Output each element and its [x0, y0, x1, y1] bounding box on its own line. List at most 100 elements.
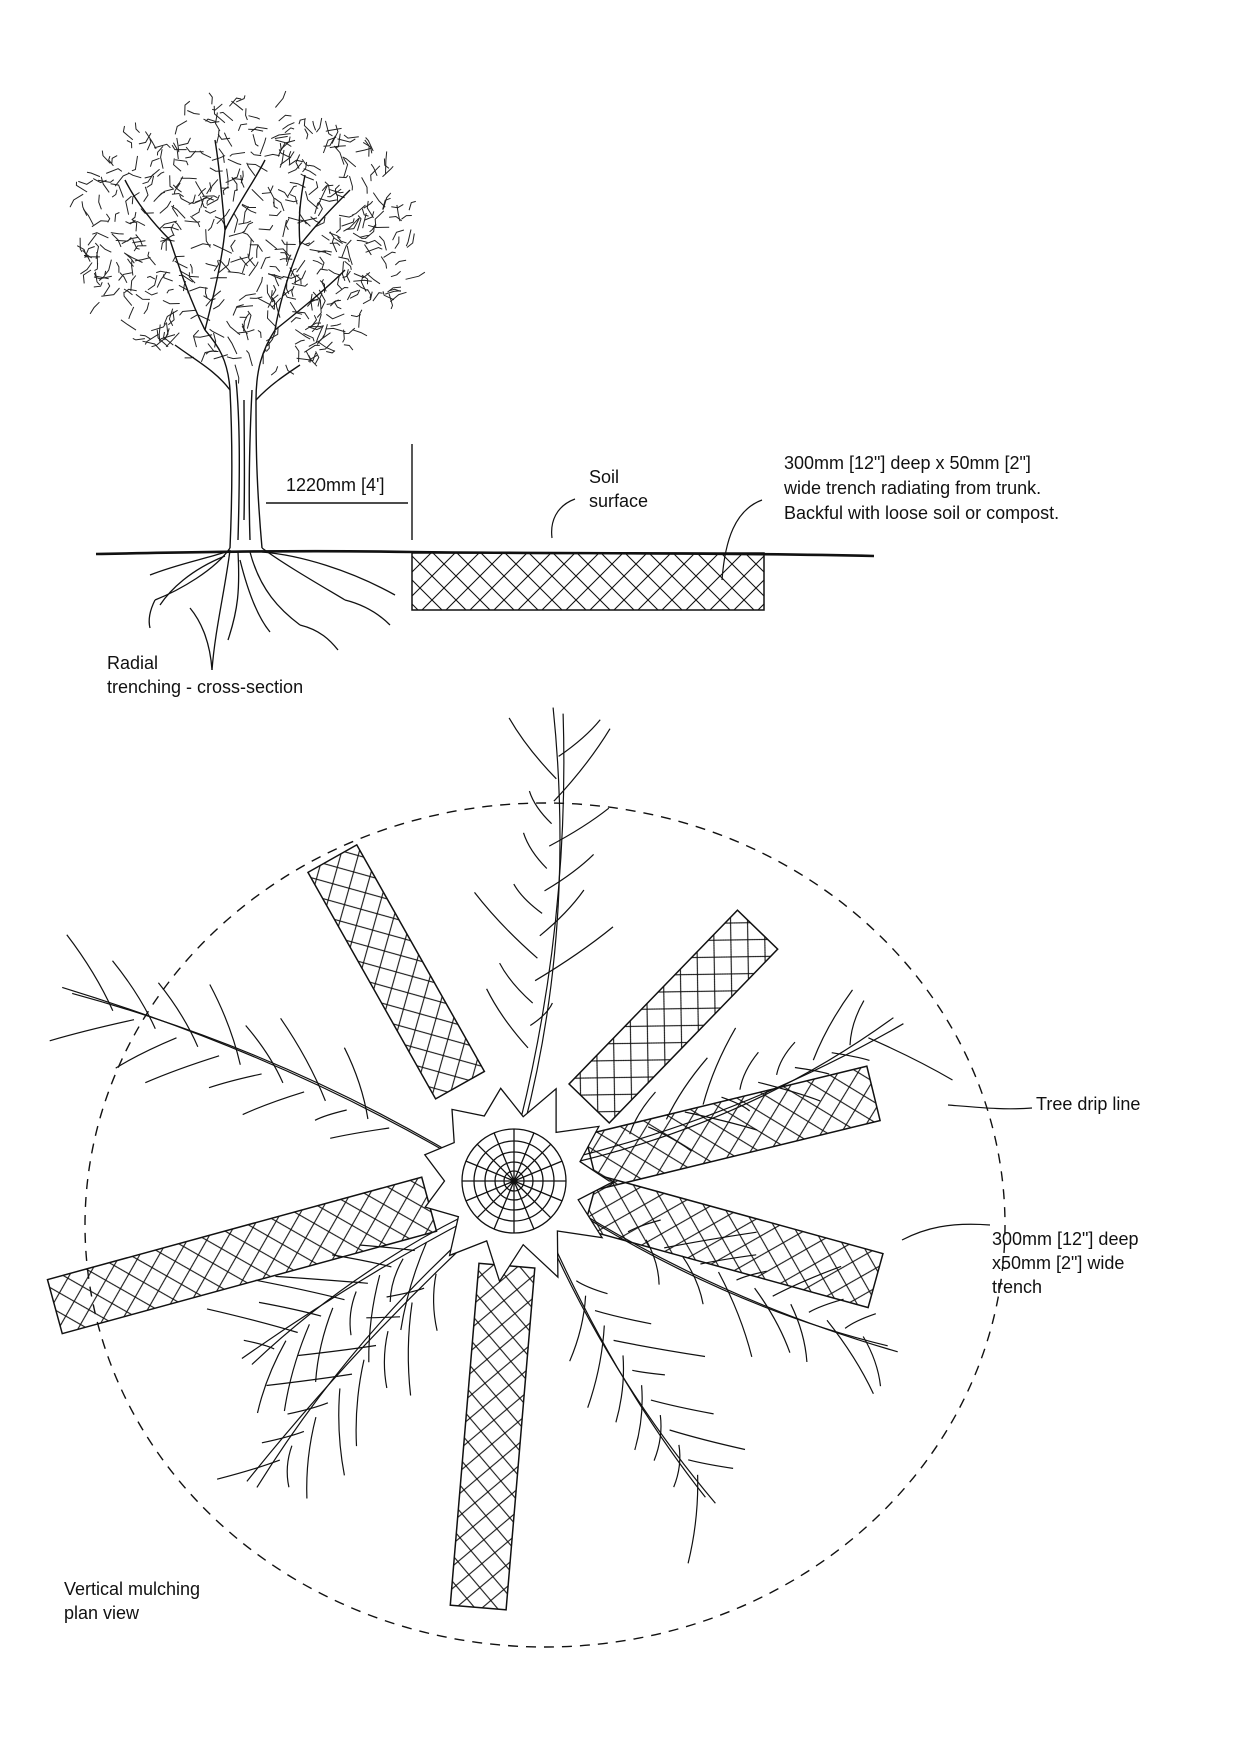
- canopy-stroke: [125, 253, 143, 263]
- canopy-stroke: [87, 233, 98, 246]
- canopy-stroke: [236, 95, 246, 103]
- canopy-stroke: [405, 229, 412, 247]
- canopy-stroke: [328, 188, 344, 194]
- canopy-stroke: [336, 275, 343, 290]
- canopy-stroke: [212, 103, 223, 111]
- canopy-stroke: [372, 292, 383, 302]
- twig: [673, 1444, 681, 1488]
- canopy-stroke: [120, 319, 137, 331]
- canopy-stroke: [210, 277, 227, 279]
- canopy-stroke: [213, 260, 220, 272]
- canopy-stroke: [123, 288, 133, 296]
- cross-section-caption-line1: Radial: [107, 653, 159, 673]
- canopy-stroke: [268, 210, 282, 217]
- twig: [400, 1242, 428, 1331]
- canopy-stroke: [246, 350, 253, 367]
- canopy-stroke: [146, 275, 156, 280]
- canopy-stroke: [93, 275, 112, 280]
- canopy-stroke: [388, 293, 394, 310]
- twig: [812, 989, 853, 1061]
- canopy-stroke: [343, 134, 359, 139]
- canopy-stroke: [192, 329, 200, 348]
- canopy-stroke: [173, 158, 182, 172]
- canopy-stroke: [98, 270, 107, 281]
- canopy-stroke: [361, 274, 369, 285]
- drip-line-label: Tree drip line: [1036, 1094, 1141, 1114]
- canopy-stroke: [380, 256, 388, 269]
- canopy-stroke: [123, 291, 133, 306]
- canopy-stroke: [179, 194, 190, 204]
- canopy-stroke: [282, 122, 295, 130]
- canopy-stroke: [173, 182, 181, 195]
- canopy-stroke: [335, 133, 341, 149]
- canopy-stroke: [266, 310, 277, 328]
- canopy-stroke: [370, 165, 381, 182]
- canopy-stroke: [217, 133, 231, 140]
- twig: [862, 1336, 882, 1387]
- radial-trench: [46, 1176, 438, 1335]
- canopy-stroke: [91, 220, 108, 228]
- canopy-stroke: [346, 269, 351, 283]
- canopy-stroke: [270, 133, 291, 140]
- canopy-stroke: [119, 272, 128, 284]
- trunk-ray: [513, 1180, 552, 1219]
- canopy-stroke: [241, 323, 248, 335]
- canopy-stroke: [272, 201, 279, 209]
- branch-stem: [246, 1230, 480, 1482]
- twig: [844, 1313, 876, 1329]
- canopy-stroke: [361, 177, 368, 194]
- canopy-stroke: [205, 262, 218, 267]
- twig: [145, 1055, 220, 1084]
- canopy-stroke: [246, 310, 252, 329]
- twig: [243, 1339, 275, 1350]
- trunk-ray: [465, 1160, 515, 1182]
- canopy-stroke: [343, 327, 356, 334]
- canopy-stroke: [144, 333, 159, 345]
- canopy-stroke: [316, 268, 328, 275]
- canopy-stroke: [322, 136, 337, 154]
- canopy-stroke: [188, 194, 196, 205]
- canopy-stroke: [203, 118, 220, 124]
- canopy-stroke: [111, 189, 118, 198]
- twig: [407, 1302, 413, 1396]
- canopy-stroke: [333, 300, 342, 310]
- canopy-stroke: [358, 309, 363, 328]
- canopy-stroke: [346, 289, 359, 301]
- canopy-stroke: [319, 198, 337, 202]
- canopy-stroke: [142, 173, 154, 185]
- canopy-stroke: [165, 322, 169, 338]
- twig: [338, 1388, 345, 1476]
- canopy-stroke: [172, 184, 182, 193]
- tree-roots: [148, 547, 396, 671]
- twig: [389, 1258, 404, 1303]
- canopy-stroke: [269, 265, 281, 272]
- canopy-stroke: [303, 332, 315, 342]
- plan-view-caption-line1: Vertical mulching: [64, 1579, 201, 1599]
- canopy-stroke: [282, 219, 287, 238]
- canopy-stroke: [94, 262, 99, 272]
- canopy-stroke: [294, 339, 305, 345]
- canopy-stroke: [385, 151, 388, 175]
- twig: [245, 1025, 284, 1084]
- canopy-stroke: [304, 344, 320, 353]
- canopy-stroke: [93, 282, 103, 288]
- canopy-stroke: [353, 272, 371, 279]
- drip-line-leader: [947, 1104, 1033, 1110]
- canopy-stroke: [230, 239, 236, 252]
- canopy-stroke: [234, 364, 240, 384]
- canopy-stroke: [260, 256, 271, 270]
- canopy-stroke: [241, 203, 256, 208]
- canopy-stroke: [159, 200, 172, 214]
- canopy-stroke: [140, 208, 154, 214]
- canopy-stroke: [111, 233, 122, 248]
- canopy-stroke: [364, 139, 370, 157]
- canopy-stroke: [343, 158, 349, 178]
- trunk-base: [423, 1087, 615, 1283]
- canopy-stroke: [265, 239, 278, 250]
- twig: [575, 1280, 608, 1295]
- canopy-stroke: [308, 181, 319, 196]
- twig: [216, 1459, 281, 1480]
- canopy-stroke: [209, 328, 225, 338]
- canopy-stroke: [179, 309, 196, 316]
- canopy-stroke: [249, 244, 263, 252]
